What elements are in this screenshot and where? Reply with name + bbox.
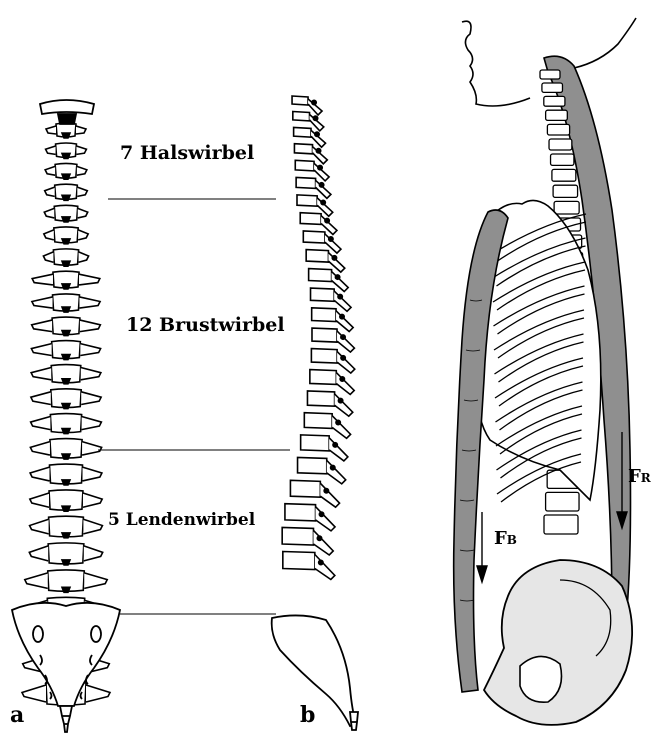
vertebra	[544, 515, 578, 534]
vertebra	[547, 124, 569, 135]
trunk-illustration	[454, 18, 636, 725]
head-outline	[462, 21, 530, 106]
region-divider-lines	[98, 199, 290, 614]
vertebra-anterior	[32, 294, 100, 312]
vertebra-anterior	[32, 271, 100, 289]
vertebra-anterior	[32, 317, 101, 336]
vertebra-anterior	[30, 439, 101, 459]
force-label-abdominal-main: F	[494, 528, 507, 549]
force-label-abdominal-sub: B	[507, 533, 517, 547]
vertebra	[553, 185, 577, 197]
vertebra-anterior	[31, 389, 101, 409]
vertebra-anterior	[31, 414, 102, 434]
vertebra-anterior	[44, 227, 88, 244]
vertebra	[540, 70, 560, 79]
hip-socket	[520, 656, 562, 702]
vertebra-lateral	[283, 552, 335, 580]
label-cervical: 7 Halswirbel	[120, 142, 254, 164]
vertebra-lateral	[290, 480, 339, 507]
vertebra	[554, 201, 579, 214]
label-thoracic: 12 Brustwirbel	[126, 314, 285, 336]
vertebra-anterior	[46, 123, 86, 138]
vertebra-anterior	[30, 464, 102, 485]
vertebra-anterior	[29, 543, 102, 565]
vertebra-anterior	[25, 570, 107, 592]
panel-letter-b: b	[300, 702, 315, 728]
vertebra-anterior	[43, 249, 88, 266]
vertebra-anterior	[45, 184, 88, 200]
vertebra	[546, 492, 579, 511]
vertebra	[549, 139, 572, 150]
vertebra	[552, 169, 576, 181]
force-label-back-main: F	[628, 466, 641, 487]
vertebra-anterior	[31, 365, 101, 384]
vertebra	[544, 96, 565, 106]
vertebra-lateral	[285, 504, 335, 531]
vertebra-anterior	[31, 341, 100, 360]
vertebra-lateral	[298, 457, 346, 483]
atlas-anterior	[40, 100, 94, 124]
vertebra	[546, 110, 568, 120]
vertebra	[542, 83, 563, 92]
vertebra-lateral	[282, 527, 333, 555]
vertebra-anterior	[45, 163, 87, 179]
spine-lateral-view	[282, 96, 355, 580]
force-label-back: FR	[628, 466, 651, 487]
vertebra-anterior	[30, 490, 102, 511]
panel-letter-a: a	[10, 702, 24, 728]
force-arrow-abdominal	[477, 512, 487, 582]
force-label-back-sub: R	[641, 471, 651, 485]
vertebra	[551, 154, 574, 165]
pelvis	[484, 560, 632, 725]
back-of-head-outline	[574, 18, 636, 68]
vertebra-anterior	[30, 516, 103, 538]
vertebra-anterior	[44, 205, 87, 222]
force-label-abdominal: FB	[494, 528, 517, 549]
vertebra-anterior	[46, 143, 87, 158]
label-lumbar: 5 Lendenwirbel	[108, 510, 255, 530]
